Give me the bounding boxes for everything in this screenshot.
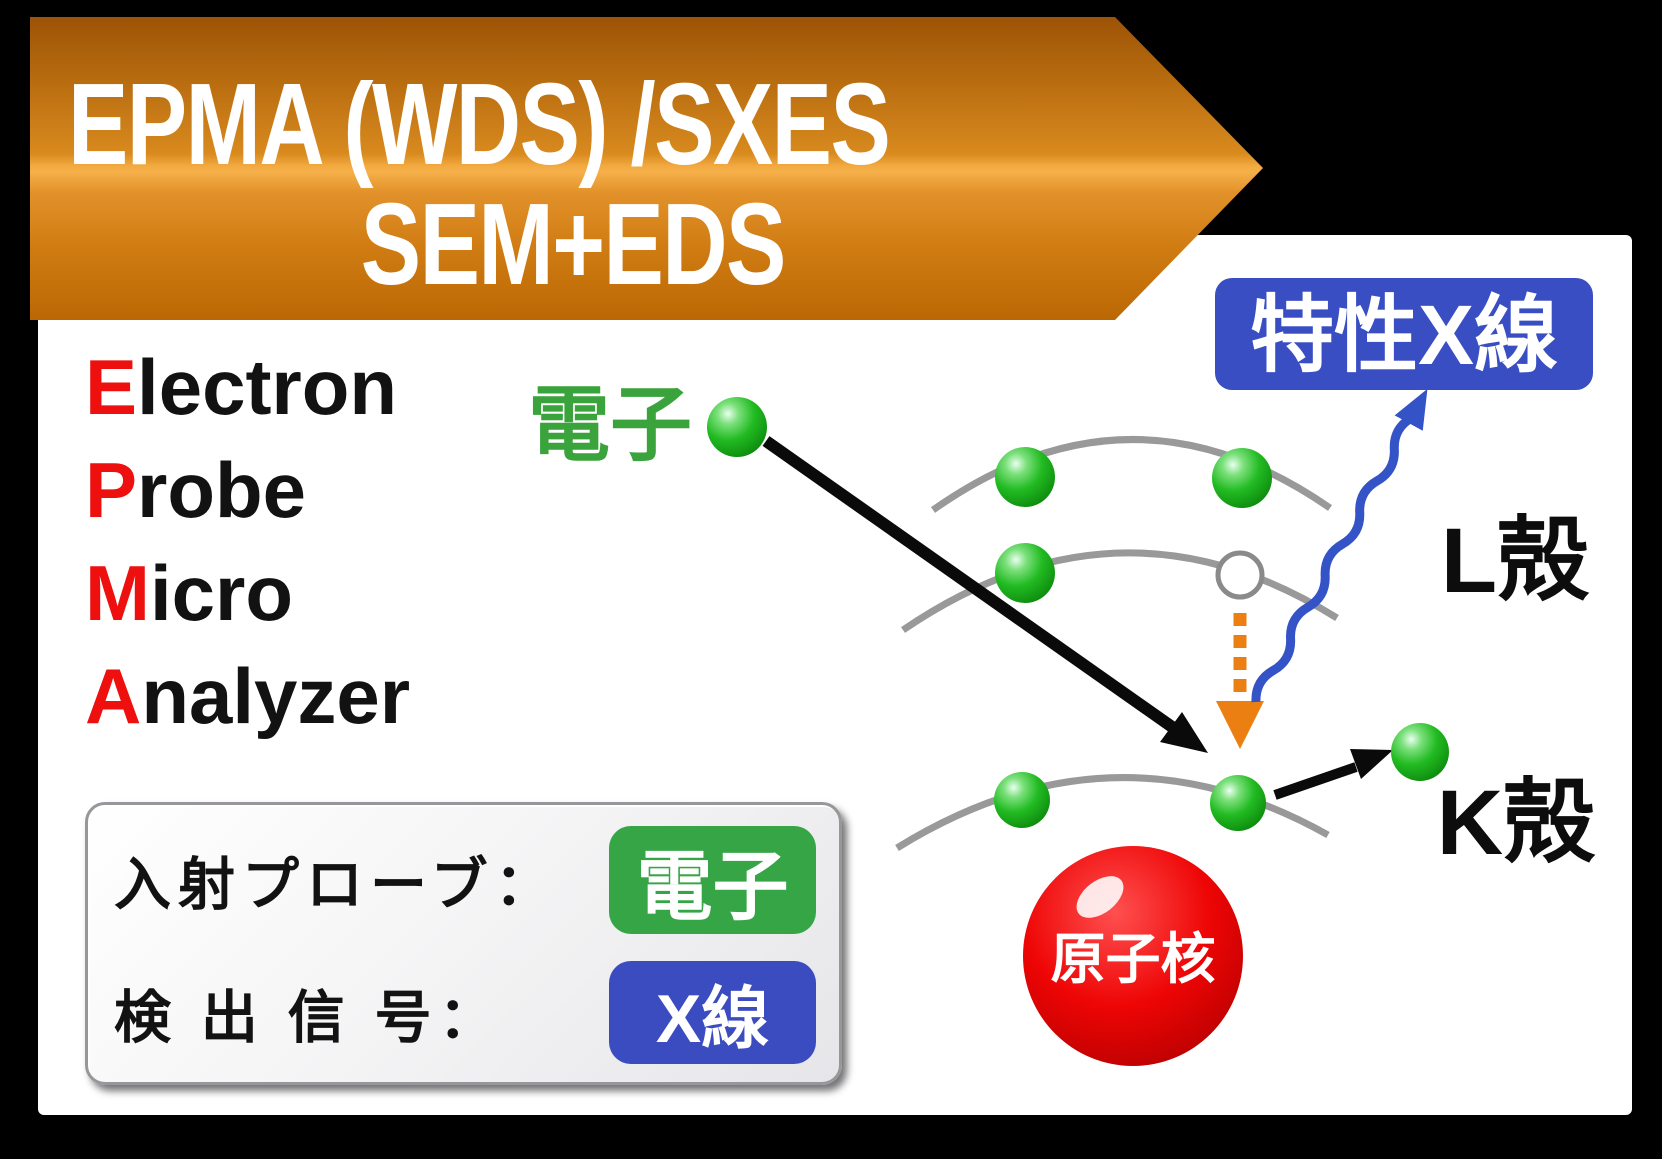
banner-title-line2: SEM+EDS xyxy=(360,179,786,309)
title-banner: EPMA (WDS) /SXES SEM+EDS xyxy=(30,17,1263,320)
xray-wavy-arrow xyxy=(1251,388,1428,703)
l-shell-outer-arc xyxy=(930,436,1332,513)
nucleus-label: 原子核 xyxy=(1050,928,1215,990)
acronym-line: Micro xyxy=(85,549,294,637)
incident-electron-sphere xyxy=(707,397,767,457)
epma-acronym: Electron Probe Micro Analyzer xyxy=(85,336,410,748)
acronym-line: Analyzer xyxy=(85,652,411,740)
electron-sphere xyxy=(1210,775,1266,831)
k-shell-arc xyxy=(895,774,1330,851)
electron-sphere xyxy=(995,543,1055,603)
acronym-line: Probe xyxy=(85,446,307,534)
detected-signal-label: 検 出 信 号： xyxy=(114,985,503,1050)
incident-probe-value-badge: 電子 xyxy=(609,826,816,934)
incident-probe-label: 入射プローブ： xyxy=(114,853,559,917)
electron-sphere xyxy=(1212,448,1272,508)
banner-title-line1: EPMA (WDS) /SXES xyxy=(68,59,891,189)
incident-electron-label: 電子 xyxy=(528,380,692,471)
nucleus-highlight xyxy=(1076,876,1124,918)
nucleus: 原子核 xyxy=(1023,846,1243,1066)
ejected-electron-sphere xyxy=(1391,723,1449,781)
l-shell-inner-arc xyxy=(901,549,1339,633)
characteristic-xray-label: 特性X線 xyxy=(1250,288,1558,382)
characteristic-xray-badge: 特性X線 xyxy=(1215,278,1593,390)
acronym-line: Electron xyxy=(85,343,398,431)
l-shell-label: L殻 xyxy=(1441,510,1590,612)
transition-arrow xyxy=(1216,613,1264,749)
electron-sphere xyxy=(995,447,1055,507)
detected-signal-value-badge: X線 xyxy=(609,961,816,1064)
electron-sphere xyxy=(994,772,1050,828)
probe-signal-info-box: 入射プローブ： 電子 検 出 信 号： X線 xyxy=(85,802,842,1085)
electron-vacancy xyxy=(1215,550,1265,600)
k-shell-label: K殻 xyxy=(1437,772,1596,874)
ejected-electron-arrow xyxy=(1273,749,1393,800)
detected-signal-row: 検 出 信 号： X線 xyxy=(114,960,816,1065)
incident-electron-arrow xyxy=(762,436,1208,753)
incident-probe-row: 入射プローブ： 電子 xyxy=(114,825,816,935)
